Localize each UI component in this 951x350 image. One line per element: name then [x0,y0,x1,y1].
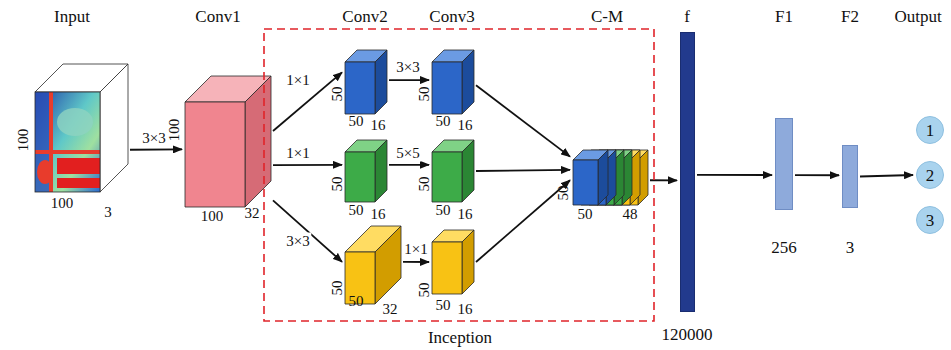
output-class-circle: 1 [916,116,944,144]
arrow-connector [697,174,772,176]
dimension-label: 32 [245,206,260,221]
dimension-label: 50 [349,114,364,129]
dimension-label: 50 [436,203,451,218]
dimension-label: 16 [458,207,473,222]
kernel-size-label: 3×3 [394,59,421,76]
dimension-label: 120000 [662,326,713,343]
concat-block-shape [573,150,648,205]
feature-map-block-shape [185,76,271,207]
dimension-label: 16 [371,118,386,133]
input-image-block-shape [35,64,128,192]
concat-block: C-M505048 [573,150,648,205]
dense-layer-bar: F1256 [775,118,793,210]
arrow-connector [403,261,429,263]
dense-layer-bar-shape [680,32,695,312]
dimension-label: 48 [623,207,638,222]
arrow-connector [130,148,182,150]
feature-map-block: 505032 [345,226,401,304]
feature-map-block: 505016 [432,140,474,202]
layer-name: Inception [428,329,492,346]
dimension-label: 50 [330,87,345,102]
layer-name: F2 [841,8,859,25]
dimension-label: 50 [556,186,571,201]
kernel-size-label: 3×3 [140,130,167,147]
dimension-label: 100 [51,196,74,211]
layer-name: 3 [926,212,935,229]
feature-map-block-shape [345,226,401,304]
layer-name: 1 [926,122,935,139]
dimension-label: 100 [201,209,224,224]
layer-name: 2 [926,167,935,184]
arrow-connector [389,164,429,166]
feature-map-block-shape [432,140,474,202]
kernel-size-label: 1×1 [402,241,429,258]
feature-map-block-shape [345,140,387,202]
dimension-label: 50 [578,207,593,222]
dense-layer-bar-shape [775,118,793,210]
dimension-label: 16 [371,207,386,222]
kernel-size-label: 1×1 [284,145,311,162]
dimension-label: 3 [104,205,112,220]
dimension-label: 32 [383,302,398,317]
feature-map-block: 505016 [432,50,474,114]
dimension-label: 50 [436,114,451,129]
dimension-label: 100 [167,119,182,142]
kernel-size-label: 5×5 [394,145,421,162]
arrow-connector [476,170,570,171]
dimension-label: 50 [417,87,432,102]
output-class-circle: 2 [916,161,944,189]
layer-name: Input [54,8,90,25]
dimension-label: 256 [771,239,797,256]
dense-layer-bar: f120000 [680,32,695,312]
arrow-connector [273,200,342,261]
input-image-block: Input1001003 [35,64,128,192]
kernel-size-label: 1×1 [284,72,311,89]
column-heading: Output [894,8,941,25]
dense-layer-bar: F23 [842,145,858,208]
arrow-connector [476,180,570,262]
feature-map-block: 505016 [345,140,387,202]
output-class-circle: 3 [916,206,944,234]
feature-map-block-shape [432,230,474,294]
feature-map-block: 505016 [432,230,474,294]
feature-map-block-shape [345,50,387,114]
dimension-label: 50 [349,294,364,309]
arrow-connector [273,72,342,131]
layer-name: f [684,8,690,25]
arrow-connector [273,164,342,166]
arrow-connector [476,85,570,156]
dimension-label: 50 [349,203,364,218]
dimension-label: 50 [436,298,451,313]
column-heading: Conv2 [342,8,387,25]
dimension-label: 3 [846,239,855,256]
feature-map-block: Conv110010032 [185,76,271,207]
column-heading: Conv3 [429,8,474,25]
dimension-label: 50 [330,177,345,192]
feature-map-block-shape [432,50,474,114]
kernel-size-label: 3×3 [284,233,311,250]
arrow-connector [389,79,429,81]
dimension-label: 16 [458,302,473,317]
inception-region: Inception5050165050165050165050165050325… [263,28,655,322]
dimension-label: 50 [417,283,432,298]
dense-layer-bar-shape [842,145,858,208]
layer-name: C-M [591,8,623,25]
dimension-label: 100 [16,129,31,152]
dimension-label: 50 [417,177,432,192]
dimension-label: 16 [458,118,473,133]
dimension-label: 50 [330,281,345,296]
arrow-connector [795,174,839,176]
feature-map-block: 505016 [345,50,387,114]
layer-name: Conv1 [195,8,240,25]
arrow-connector [860,175,913,177]
layer-name: F1 [775,8,793,25]
